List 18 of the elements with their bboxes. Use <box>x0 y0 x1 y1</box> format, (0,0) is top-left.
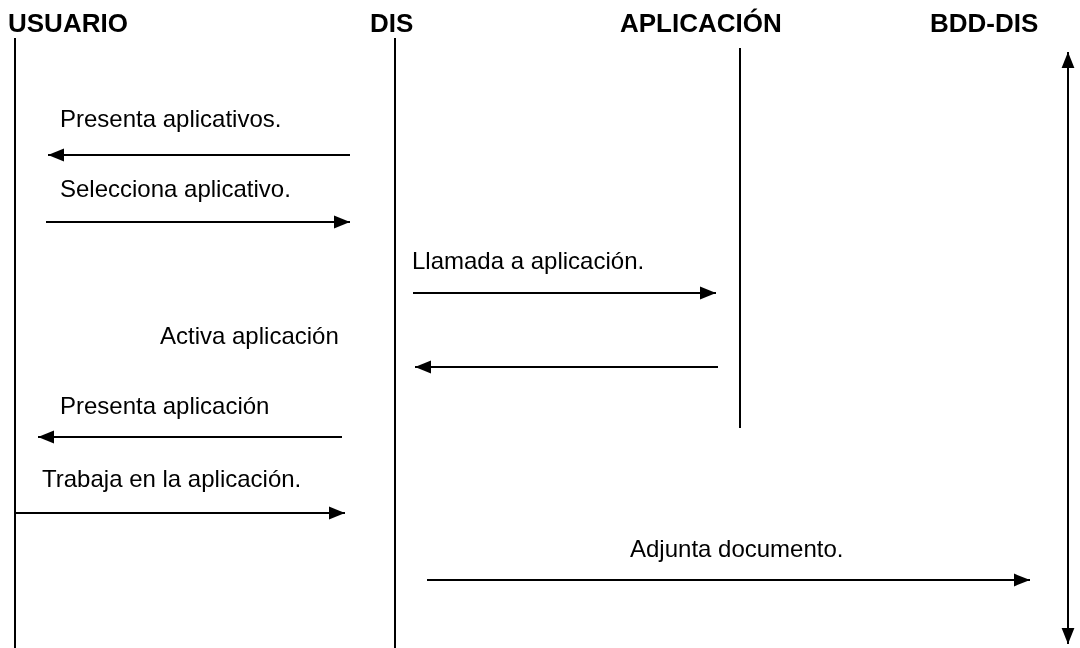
message-label: Presenta aplicativos. <box>60 105 282 133</box>
message-label: Llamada a aplicación. <box>412 247 645 275</box>
message-arrow <box>47 148 351 162</box>
message-arrow <box>426 573 1031 587</box>
message-label: Adjunta documento. <box>630 535 844 563</box>
message-arrow <box>13 506 346 520</box>
participant-label: USUARIO <box>8 8 128 38</box>
participant-label: APLICACIÓN <box>620 8 782 38</box>
message-arrow <box>37 430 343 444</box>
message-label: Activa aplicación <box>160 322 339 350</box>
message-label: Selecciona aplicativo. <box>60 175 291 203</box>
message-arrow <box>412 286 717 300</box>
participant-label: BDD-DIS <box>930 8 1039 38</box>
participant-label: DIS <box>370 8 414 38</box>
message-label: Presenta aplicación <box>60 392 270 420</box>
message-arrow <box>414 360 719 374</box>
message-label: Trabaja en la aplicación. <box>42 465 302 493</box>
message-arrow <box>45 215 351 229</box>
